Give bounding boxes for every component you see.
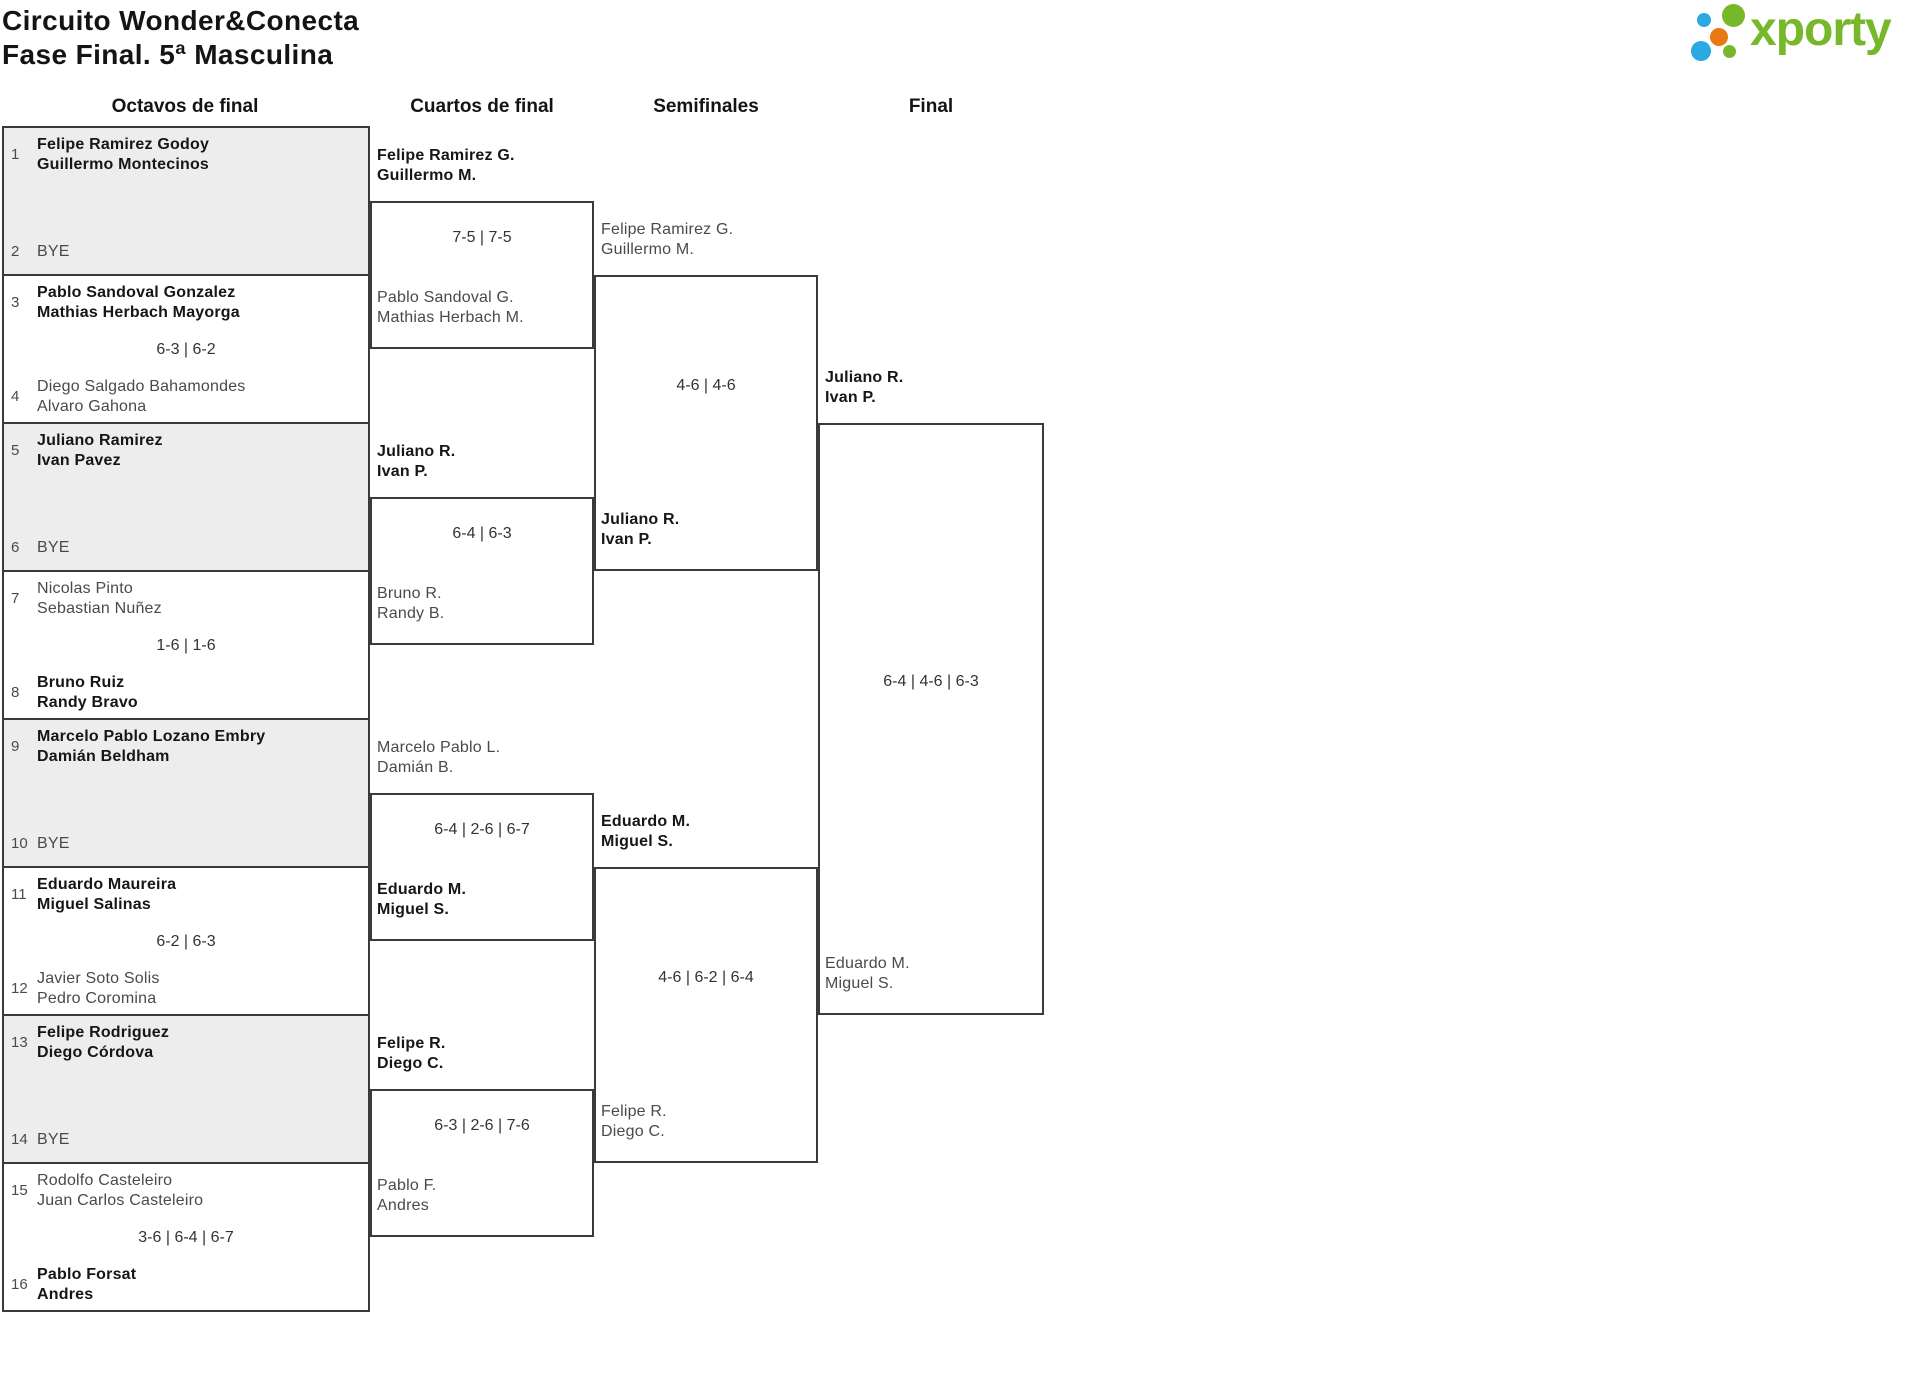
- seed-number: 3: [11, 294, 20, 311]
- seed-number: 15: [11, 1182, 28, 1199]
- qf-match-4: [370, 1089, 594, 1237]
- sf-match-1: [594, 275, 818, 571]
- qf3-team2: Eduardo M.Miguel S.: [377, 881, 467, 918]
- seed-number: 12: [11, 980, 28, 997]
- round-header-final: Final: [908, 96, 954, 117]
- sf1-team1: Felipe Ramirez G.Guillermo M.: [601, 221, 734, 258]
- match-score: 6-3 | 6-2: [156, 341, 216, 358]
- tournament-title-line1: Circuito Wonder&Conecta: [2, 5, 360, 36]
- sf1-team2: Juliano R.Ivan P.: [601, 511, 680, 548]
- match-score: 7-5 | 7-5: [452, 229, 512, 246]
- logo-dot-icon: [1710, 28, 1728, 46]
- seed-number: 14: [11, 1131, 28, 1148]
- match-score: 4-6 | 4-6: [676, 377, 736, 394]
- final-team1: Juliano R.Ivan P.: [825, 369, 904, 406]
- team-entry: BYE: [37, 539, 70, 556]
- round-header-octavos: Octavos de final: [111, 96, 259, 117]
- match-score: 6-4 | 2-6 | 6-7: [434, 821, 530, 838]
- logo-dot-icon: [1691, 41, 1711, 61]
- logo-dot-icon: [1697, 13, 1711, 27]
- logo-dot-icon: [1722, 4, 1745, 27]
- qf4-team1: Felipe R.Diego C.: [377, 1035, 446, 1072]
- tournament-title-line2: Fase Final. 5ª Masculina: [2, 39, 334, 70]
- round-header-cuartos: Cuartos de final: [410, 96, 554, 117]
- seed-number: 8: [11, 684, 20, 701]
- qf1-team1: Felipe Ramirez G.Guillermo M.: [377, 147, 515, 184]
- sf-match-2: [594, 867, 818, 1163]
- qf-match-2: [370, 497, 594, 645]
- match-score: 6-2 | 6-3: [156, 933, 216, 950]
- sf2-team2: Felipe R.Diego C.: [601, 1103, 667, 1140]
- logo-wordmark: xporty: [1750, 3, 1892, 56]
- seed-number: 4: [11, 388, 20, 405]
- qf4-team2: Pablo F.Andres: [377, 1177, 437, 1214]
- seed-number: 13: [11, 1034, 28, 1051]
- team-entry: BYE: [37, 1131, 70, 1148]
- round-header-semifinales: Semifinales: [653, 96, 759, 117]
- match-score: 6-4 | 4-6 | 6-3: [883, 673, 979, 690]
- logo-dot-icon: [1723, 45, 1736, 58]
- seed-number: 2: [11, 243, 20, 260]
- seed-number: 16: [11, 1276, 28, 1293]
- qf3-team1: Marcelo Pablo L.Damián B.: [377, 739, 501, 776]
- seed-number: 10: [11, 835, 28, 852]
- qf-match-1: [370, 201, 594, 349]
- seed-number: 6: [11, 539, 20, 556]
- seed-number: 7: [11, 590, 20, 607]
- seed-number: 9: [11, 738, 20, 755]
- match-score: 6-4 | 6-3: [452, 525, 512, 542]
- team-entry: BYE: [37, 835, 70, 852]
- seed-number: 5: [11, 442, 20, 459]
- qf2-team2: Bruno R.Randy B.: [377, 585, 445, 622]
- team-entry: BYE: [37, 243, 70, 260]
- match-score: 6-3 | 2-6 | 7-6: [434, 1117, 530, 1134]
- tournament-title: Circuito Wonder&Conecta Fase Final. 5ª M…: [2, 4, 359, 72]
- match-score: 1-6 | 1-6: [156, 637, 216, 654]
- match-score: 4-6 | 6-2 | 6-4: [658, 969, 754, 986]
- sf2-team1: Eduardo M.Miguel S.: [601, 813, 691, 850]
- qf1-team2: Pablo Sandoval G.Mathias Herbach M.: [377, 289, 524, 326]
- seed-number: 11: [11, 886, 27, 903]
- qf2-team1: Juliano R.Ivan P.: [377, 443, 456, 480]
- final-match: [818, 423, 1044, 1015]
- match-score: 3-6 | 6-4 | 6-7: [138, 1229, 234, 1246]
- qf-match-3: [370, 793, 594, 941]
- seed-number: 1: [11, 146, 20, 163]
- final-team2: Eduardo M.Miguel S.: [825, 955, 910, 992]
- xporty-logo[interactable]: xporty: [1688, 0, 1916, 72]
